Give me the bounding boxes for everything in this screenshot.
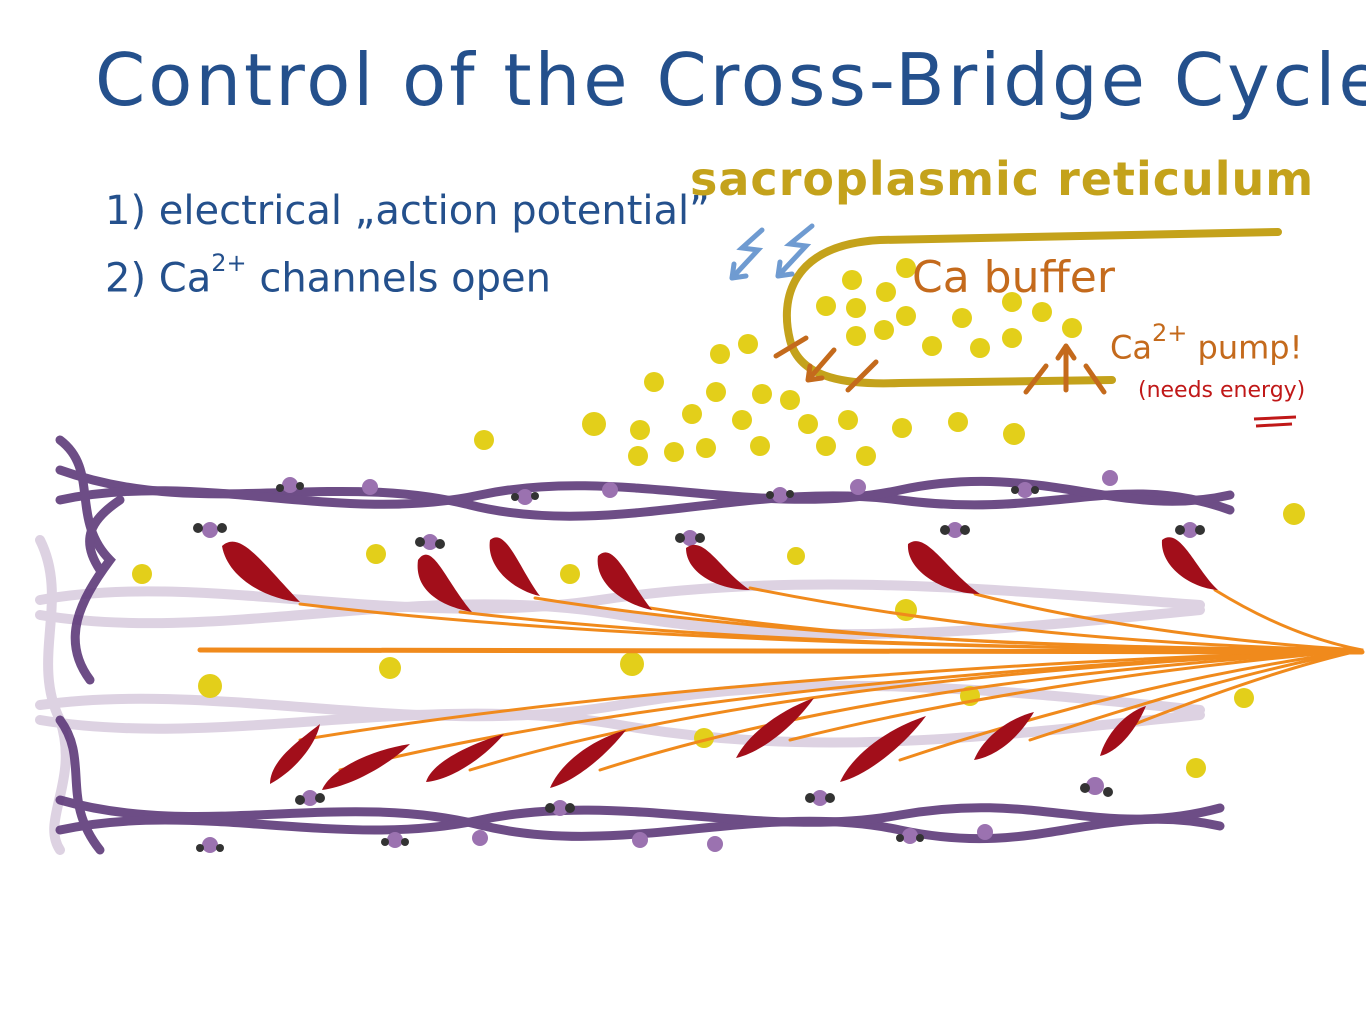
step-1-number: 1) bbox=[105, 188, 147, 234]
ca-pump-suffix: pump! bbox=[1187, 328, 1303, 367]
ca-pump-label: Ca2+ pump! bbox=[1110, 319, 1303, 367]
ca-release-channel bbox=[773, 335, 879, 393]
ca-pump-prefix: Ca bbox=[1110, 328, 1152, 367]
myosin-filament bbox=[197, 586, 1365, 772]
sarcoplasmic-reticulum-outline bbox=[782, 228, 1282, 388]
calcium-ions bbox=[132, 258, 1305, 778]
ca-buffer-label: Ca buffer bbox=[912, 252, 1115, 303]
step-2-number: 2) bbox=[105, 255, 147, 302]
step-2-superscript: 2+ bbox=[211, 249, 247, 277]
ca-pump-arrows bbox=[1023, 343, 1107, 395]
energy-note: (needs energy) bbox=[1138, 378, 1306, 403]
energy-underline bbox=[1253, 415, 1297, 428]
sarcoplasmic-reticulum-label: sacroplasmic reticulum bbox=[690, 152, 1315, 206]
step-1-text: electrical „action potential” bbox=[158, 188, 710, 234]
page-title: Control of the Cross-Bridge Cycle bbox=[95, 38, 1366, 122]
step-1: 1) electrical „action potential” bbox=[105, 188, 710, 234]
myosin-heads bbox=[222, 537, 1218, 790]
actin-filaments bbox=[55, 435, 1235, 855]
step-2-text-after: channels open bbox=[246, 255, 551, 302]
step-2: 2) Ca2+ channels open bbox=[105, 249, 551, 302]
ca-pump-superscript: 2+ bbox=[1151, 319, 1188, 347]
exchange-arrows bbox=[729, 223, 815, 281]
troponin-complexes bbox=[193, 470, 1205, 853]
step-2-text-before: Ca bbox=[158, 255, 212, 302]
